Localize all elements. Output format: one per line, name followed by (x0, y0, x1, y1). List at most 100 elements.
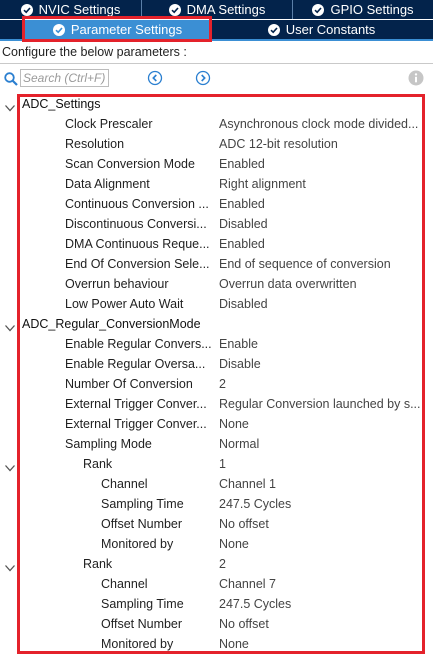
search-previous-button[interactable] (147, 70, 163, 86)
param-value[interactable]: ADC 12-bit resolution (219, 137, 338, 151)
param-row[interactable]: Sampling Time 247.5 Cycles (0, 594, 433, 614)
param-row[interactable]: Resolution ADC 12-bit resolution (0, 134, 433, 154)
param-row[interactable]: Offset Number No offset (0, 514, 433, 534)
param-value[interactable]: Enabled (219, 157, 265, 171)
param-row[interactable]: Sampling Mode Normal (0, 434, 433, 454)
tab-nvic-settings[interactable]: NVIC Settings (0, 0, 142, 19)
param-value[interactable]: Enable (219, 337, 258, 351)
tab-user-constants[interactable]: User Constants (210, 20, 433, 39)
chevron-down-icon[interactable] (4, 459, 16, 472)
chevron-down-icon[interactable] (4, 319, 16, 332)
param-value[interactable]: Channel 1 (219, 477, 276, 491)
param-row[interactable]: Channel Channel 1 (0, 474, 433, 494)
tab-filler (0, 20, 25, 39)
param-row[interactable]: External Trigger Conver... None (0, 414, 433, 434)
search-next-button[interactable] (195, 70, 211, 86)
param-row[interactable]: Sampling Time 247.5 Cycles (0, 494, 433, 514)
param-value[interactable]: Channel 7 (219, 577, 276, 591)
param-value[interactable]: 2 (219, 377, 226, 391)
param-name: Number Of Conversion (65, 377, 193, 391)
param-value[interactable]: 247.5 Cycles (219, 597, 292, 611)
param-value[interactable]: Regular Conversion launched by s... (219, 397, 421, 411)
param-row[interactable]: Enable Regular Convers... Enable (0, 334, 433, 354)
param-row[interactable]: Discontinuous Conversi... Disabled (0, 214, 433, 234)
param-name: Resolution (65, 137, 125, 151)
param-name: Offset Number (101, 617, 183, 631)
rank-row[interactable]: Rank 2 (0, 554, 433, 574)
tab-bar: NVIC Settings DMA Settings GPIO Settings… (0, 0, 433, 40)
rank-label: Rank (83, 457, 113, 471)
param-value[interactable]: Enabled (219, 237, 265, 251)
rank-value[interactable]: 2 (219, 557, 226, 571)
rank-row[interactable]: Rank 1 (0, 454, 433, 474)
param-name: Scan Conversion Mode (65, 157, 195, 171)
param-row[interactable]: Offset Number No offset (0, 614, 433, 634)
tab-parameter-settings[interactable]: Parameter Settings (25, 20, 210, 39)
tab-label: User Constants (285, 22, 376, 37)
param-row[interactable]: Number Of Conversion 2 (0, 374, 433, 394)
param-name: Low Power Auto Wait (65, 297, 184, 311)
tab-label: Parameter Settings (70, 22, 183, 37)
group-title: ADC_Settings (22, 97, 101, 111)
param-row[interactable]: Monitored by None (0, 534, 433, 554)
info-icon[interactable] (408, 70, 424, 86)
param-row[interactable]: Continuous Conversion ... Enabled (0, 194, 433, 214)
param-value[interactable]: No offset (219, 617, 269, 631)
param-name: End Of Conversion Sele... (65, 257, 210, 271)
rank-value[interactable]: 1 (219, 457, 226, 471)
param-row[interactable]: Data Alignment Right alignment (0, 174, 433, 194)
param-row[interactable]: End Of Conversion Sele... End of sequenc… (0, 254, 433, 274)
param-value[interactable]: Disable (219, 357, 261, 371)
param-row[interactable]: Overrun behaviour Overrun data overwritt… (0, 274, 433, 294)
param-row[interactable]: External Trigger Conver... Regular Conve… (0, 394, 433, 414)
search-input[interactable] (20, 69, 109, 87)
param-row[interactable]: Monitored by None (0, 634, 433, 654)
search-toolbar (0, 68, 433, 90)
param-row[interactable]: Clock Prescaler Asynchronous clock mode … (0, 114, 433, 134)
param-value[interactable]: Normal (219, 437, 260, 451)
param-name: Monitored by (101, 537, 174, 551)
param-value[interactable]: Enabled (219, 197, 265, 211)
tab-dma-settings[interactable]: DMA Settings (142, 0, 293, 19)
param-row[interactable]: Enable Regular Oversa... Disable (0, 354, 433, 374)
rank-label: Rank (83, 557, 113, 571)
param-name: External Trigger Conver... (65, 417, 207, 431)
check-circle-icon (267, 23, 280, 36)
search-icon[interactable] (3, 71, 19, 87)
check-circle-icon (52, 23, 65, 36)
tab-label: NVIC Settings (38, 2, 121, 17)
param-value[interactable]: None (219, 537, 249, 551)
param-value[interactable]: None (219, 637, 249, 651)
tab-row-top: NVIC Settings DMA Settings GPIO Settings (0, 0, 433, 19)
param-value[interactable]: No offset (219, 517, 269, 531)
tab-label: GPIO Settings (330, 2, 414, 17)
param-value[interactable]: Right alignment (219, 177, 306, 191)
tab-separator (0, 39, 433, 41)
param-value[interactable]: None (219, 417, 249, 431)
param-name: Data Alignment (65, 177, 150, 191)
group-adc-regular-conversion-mode[interactable]: ADC_Regular_ConversionMode (0, 314, 433, 334)
group-adc-settings[interactable]: ADC_Settings (0, 94, 433, 114)
param-name: Offset Number (101, 517, 183, 531)
param-value[interactable]: Asynchronous clock mode divided... (219, 117, 419, 131)
divider (0, 63, 433, 64)
param-name: Channel (101, 477, 148, 491)
chevron-down-icon[interactable] (4, 559, 16, 572)
param-value[interactable]: 247.5 Cycles (219, 497, 292, 511)
param-row[interactable]: Channel Channel 7 (0, 574, 433, 594)
param-value[interactable]: Overrun data overwritten (219, 277, 357, 291)
param-value[interactable]: End of sequence of conversion (219, 257, 391, 271)
chevron-down-icon[interactable] (4, 99, 16, 112)
param-row[interactable]: Scan Conversion Mode Enabled (0, 154, 433, 174)
tab-row-bottom: Parameter Settings User Constants (0, 20, 433, 39)
param-name: Overrun behaviour (65, 277, 169, 291)
param-name: Sampling Time (101, 497, 184, 511)
param-row[interactable]: Low Power Auto Wait Disabled (0, 294, 433, 314)
param-row[interactable]: DMA Continuous Reque... Enabled (0, 234, 433, 254)
param-name: Monitored by (101, 637, 174, 651)
tab-gpio-settings[interactable]: GPIO Settings (293, 0, 433, 19)
param-name: Sampling Mode (65, 437, 152, 451)
param-value[interactable]: Disabled (219, 217, 268, 231)
param-value[interactable]: Disabled (219, 297, 268, 311)
param-name: DMA Continuous Reque... (65, 237, 210, 251)
